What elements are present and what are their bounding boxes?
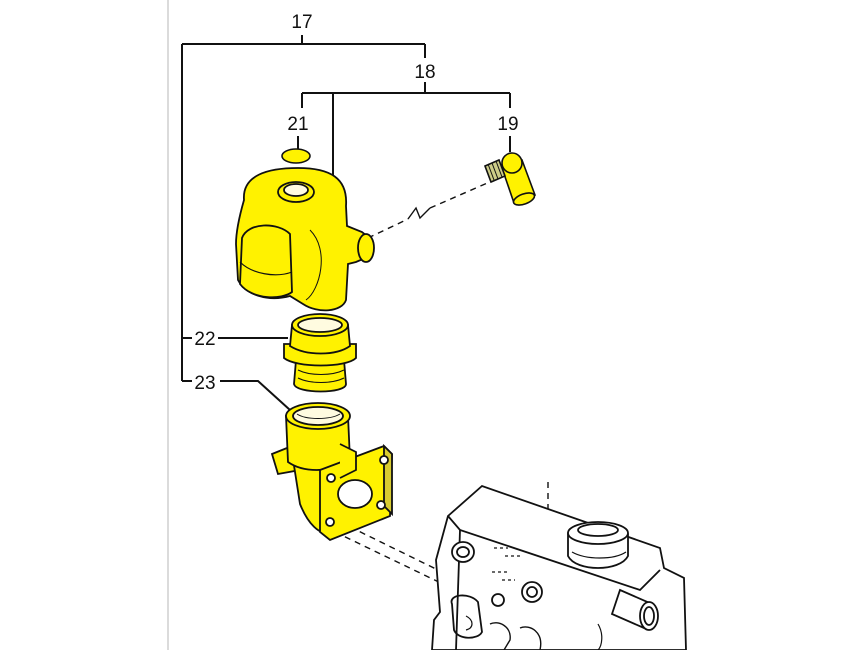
part-23-thermostat-case [270,402,393,542]
leader-lines [181,35,511,411]
leader-23 [182,380,291,411]
part-21-o-ring [281,148,311,164]
dash-bleeder-to-housing-2 [429,180,493,209]
part-19-bleeder-fitting [483,152,537,206]
leader-18 [301,82,511,200]
dash-flange-to-head [334,521,446,586]
callout-22: 22 [194,329,215,350]
dash-bleeder-to-housing [367,218,409,239]
cylinder-head-block [431,484,687,650]
part-22-thermostat [283,313,357,393]
part-18-thermostat-housing [235,167,375,312]
leader-17 [181,35,426,381]
callout-18: 18 [414,62,435,83]
callout-23: 23 [194,373,215,394]
callout-19: 19 [497,114,518,135]
callout-21: 21 [287,114,308,135]
callout-17: 17 [291,12,312,33]
dash-break-mark [407,206,431,220]
